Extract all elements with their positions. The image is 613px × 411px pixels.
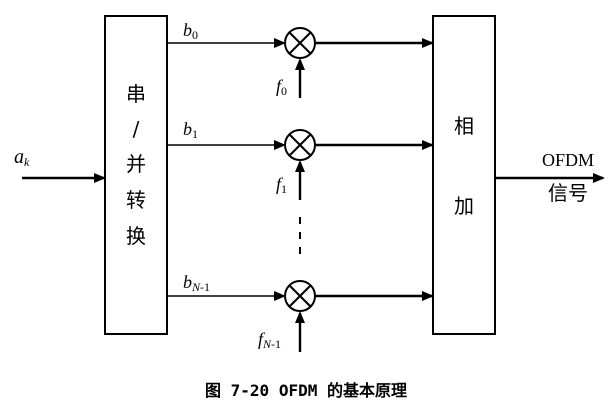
- converter-char-2: /: [133, 117, 140, 141]
- adder-char-2: 加: [454, 194, 474, 218]
- output-label-line1: OFDM: [542, 150, 594, 170]
- converter-char-4: 转: [126, 188, 146, 212]
- branch-n-1-symbol-label: bN-1: [183, 272, 210, 294]
- branch-0-carrier-label: f0: [276, 76, 287, 98]
- adder-char-1: 相: [454, 114, 474, 138]
- output-label-line2: 信号: [548, 181, 588, 205]
- figure-caption: 图 7-20 OFDM 的基本原理: [205, 381, 407, 400]
- branch-n-1-mixer: [284, 280, 316, 312]
- branch-1-mixer: [284, 129, 316, 161]
- converter-char-5: 换: [126, 224, 146, 248]
- converter-char-3: 并: [126, 152, 146, 176]
- branch-n-1-carrier-label: fN-1: [258, 329, 281, 351]
- branch-1-symbol-label: b1: [183, 119, 198, 141]
- input-label: ak: [14, 146, 30, 169]
- branch-0-symbol-label: b0: [183, 20, 198, 42]
- branch-0-mixer: [284, 27, 316, 59]
- converter-char-1: 串: [126, 82, 146, 106]
- adder-block: [432, 15, 496, 335]
- branch-1-carrier-label: f1: [276, 174, 287, 196]
- serial-parallel-converter: [104, 15, 168, 335]
